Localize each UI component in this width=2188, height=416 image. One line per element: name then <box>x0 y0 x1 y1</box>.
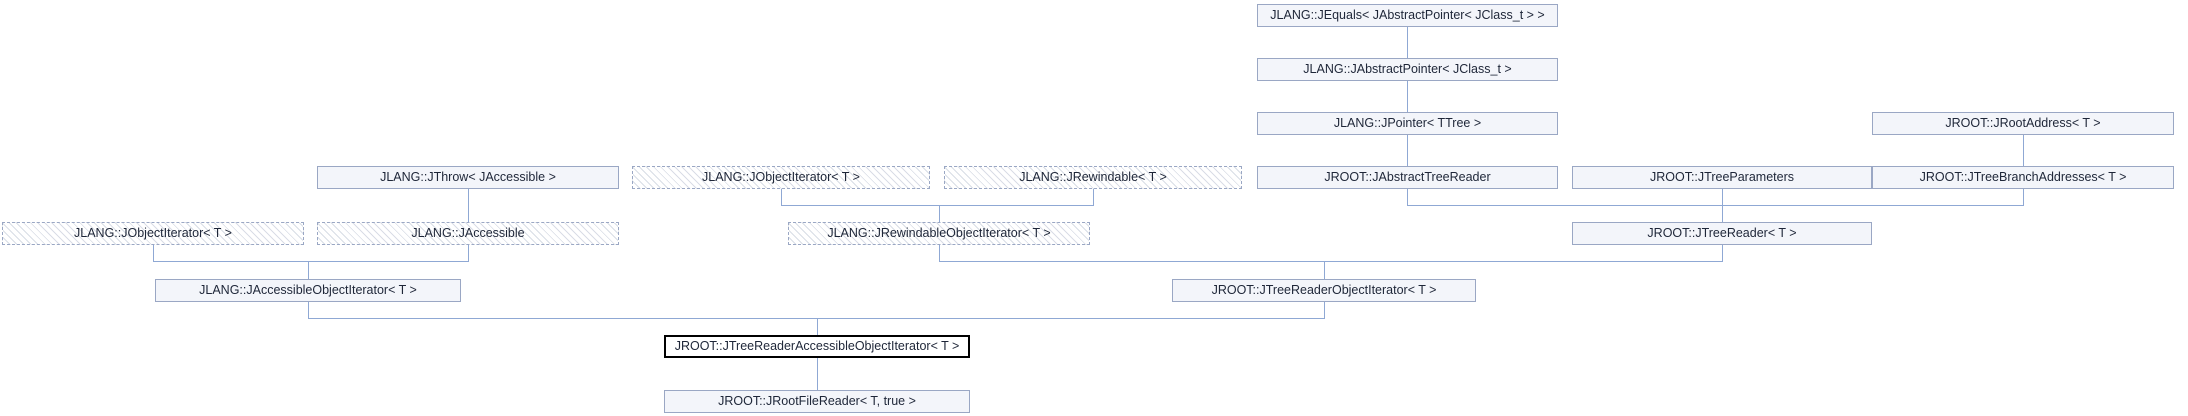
edge-stub-jobjectiterator-a <box>781 189 782 205</box>
class-node-jthrow[interactable]: JLANG::JThrow< JAccessible > <box>317 166 619 189</box>
edge-stub-jrewindable <box>1093 189 1094 205</box>
edge-bus-jtreereader <box>1407 205 2024 206</box>
edge-stub-jaccessibleobjectiterator <box>308 302 309 318</box>
class-node-jrewindableobjectiterator: JLANG::JRewindableObjectIterator< T > <box>788 222 1090 245</box>
edge-jaccessible-jthrow <box>468 189 469 222</box>
edge-bus-jaccessibleobjectiterator <box>153 261 469 262</box>
edge-bus-main <box>308 318 1325 319</box>
edge-jabstracttreereader-jpointer <box>1407 135 1408 166</box>
class-node-jobjectiterator-a: JLANG::JObjectIterator< T > <box>632 166 930 189</box>
class-node-jobjectiterator-b: JLANG::JObjectIterator< T > <box>2 222 304 245</box>
edge-jabstractpointer-jequals <box>1407 27 1408 58</box>
class-node-jtreereader[interactable]: JROOT::JTreeReader< T > <box>1572 222 1872 245</box>
class-node-jabstracttreereader[interactable]: JROOT::JAbstractTreeReader <box>1257 166 1558 189</box>
edge-jpointer-jabstractpointer <box>1407 81 1408 112</box>
class-node-jtreereaderobjectiterator[interactable]: JROOT::JTreeReaderObjectIterator< T > <box>1172 279 1476 302</box>
class-node-jabstractpointer[interactable]: JLANG::JAbstractPointer< JClass_t > <box>1257 58 1558 81</box>
class-node-jtreeparameters[interactable]: JROOT::JTreeParameters <box>1572 166 1872 189</box>
edge-drop-jtreereader <box>1722 189 1723 222</box>
edge-stub-jtreereader <box>1722 245 1723 261</box>
class-node-jtreebranchaddresses[interactable]: JROOT::JTreeBranchAddresses< T > <box>1872 166 2174 189</box>
class-node-jpointer[interactable]: JLANG::JPointer< TTree > <box>1257 112 1558 135</box>
edge-stub-jaccessible <box>468 245 469 261</box>
edge-stub-jabstracttreereader <box>1407 189 1408 205</box>
edge-drop-jrewindableobjectiterator <box>939 205 940 222</box>
class-node-jrootaddress[interactable]: JROOT::JRootAddress< T > <box>1872 112 2174 135</box>
edge-bus-jtreereaderobjectiterator <box>939 261 1723 262</box>
edge-stub-jrewindableobjectiterator <box>939 245 940 261</box>
class-node-jtreereaderaccessibleobjectiterator: JROOT::JTreeReaderAccessibleObjectIterat… <box>664 335 970 358</box>
edge-stub-jtreereaderobjectiterator <box>1324 302 1325 318</box>
class-node-jrewindable: JLANG::JRewindable< T > <box>944 166 1242 189</box>
edge-stub-jobjectiterator-b <box>153 245 154 261</box>
class-node-jrootfilereader[interactable]: JROOT::JRootFileReader< T, true > <box>664 390 970 413</box>
class-node-jaccessibleobjectiterator[interactable]: JLANG::JAccessibleObjectIterator< T > <box>155 279 461 302</box>
edge-bus-jrewindableobjectiterator <box>781 205 1094 206</box>
class-node-jequals[interactable]: JLANG::JEquals< JAbstractPointer< JClass… <box>1257 4 1558 27</box>
edge-drop-main <box>817 318 818 335</box>
edge-jtreebranchaddresses-jrootaddress <box>2023 135 2024 166</box>
edge-drop-jaccessibleobjectiterator <box>308 261 309 279</box>
edge-jrootfilereader-main <box>817 358 818 390</box>
edge-drop-jtreereaderobjectiterator <box>1324 261 1325 279</box>
class-node-jaccessible: JLANG::JAccessible <box>317 222 619 245</box>
edge-stub-jtreebranchaddresses <box>2023 189 2024 205</box>
